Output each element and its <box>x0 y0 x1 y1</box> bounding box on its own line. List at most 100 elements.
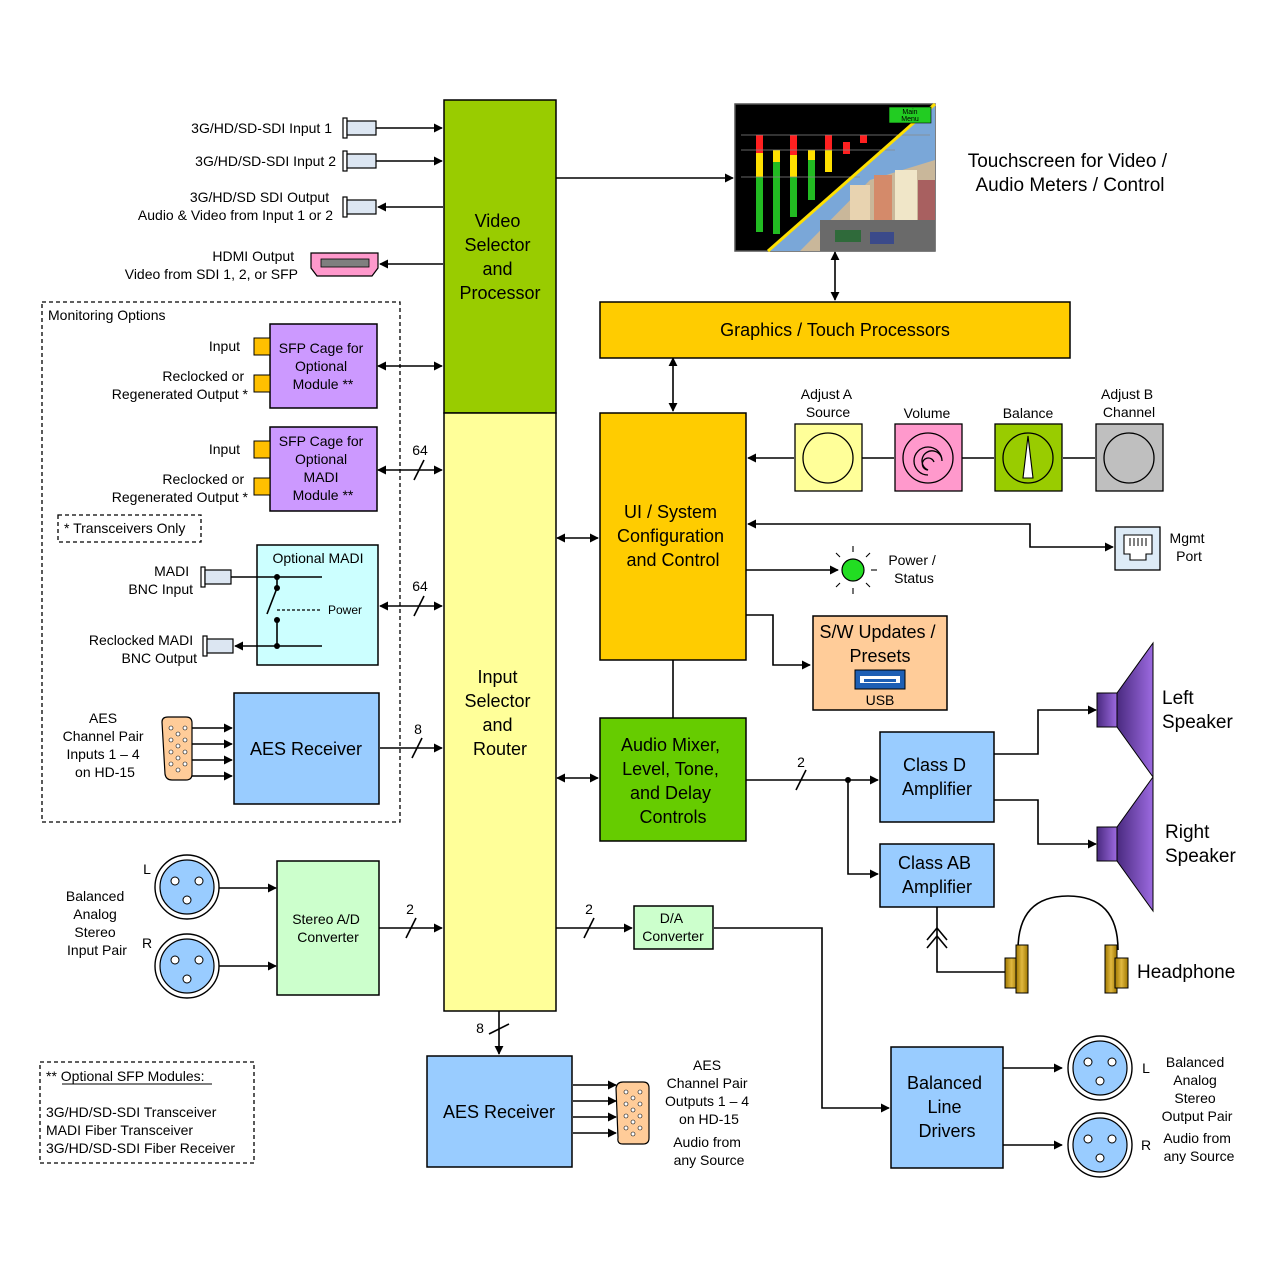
sfp1-input-port <box>253 337 271 356</box>
balanced-line-drivers-block <box>890 1046 1004 1169</box>
xlr-input-l-icon <box>154 854 220 920</box>
sfp-cage-1-label: SFP Cage for Optional Module ** <box>279 340 367 392</box>
sw-updates-label: S/W Updates / Presets <box>819 622 940 666</box>
monitoring-options-title: Monitoring Options <box>48 307 166 323</box>
audio-mixer-block <box>599 717 747 842</box>
madi-bnc-input-icon <box>200 566 232 588</box>
video-selector-label: Video Selector and Processor <box>459 211 540 303</box>
sw-updates-block <box>812 615 948 711</box>
bus-width-ad: 2 <box>406 901 414 917</box>
sfp2-output-label: Reclocked or Regenerated Output * <box>112 471 249 505</box>
aes-input-label: AES Channel Pair Inputs 1 – 4 on HD-15 <box>63 710 148 780</box>
sdi-input-2-connector-icon <box>342 150 377 172</box>
sfp1-output-port <box>253 374 271 393</box>
audio-mixer-label: Audio Mixer, Level, Tone, and Delay Cont… <box>621 735 725 827</box>
xlr-input-r-icon <box>154 933 220 999</box>
graphics-processor-label: Graphics / Touch Processors <box>720 320 950 340</box>
da-converter-block <box>633 905 714 950</box>
madi-bnc-output-icon <box>202 635 234 657</box>
class-d-amplifier-block <box>879 731 995 823</box>
touchscreen-image: Main Menu <box>734 102 936 253</box>
analog-output-source-label: Audio from any Source <box>1163 1130 1235 1164</box>
usb-label: USB <box>866 692 895 708</box>
right-speaker-label: Right Speaker <box>1165 822 1236 867</box>
analog-output-label: Balanced Analog Stereo Output Pair <box>1162 1054 1233 1124</box>
stereo-ad-converter-block <box>276 860 380 996</box>
sfp-cage-2-label: SFP Cage for Optional MADI Module ** <box>279 433 367 503</box>
adjust-b-label: Adjust B Channel <box>1101 386 1157 420</box>
analog-input-l-label: L <box>143 861 151 877</box>
sdi-output-label: 3G/HD/SD SDI Output Audio & Video from I… <box>138 189 333 223</box>
class-d-amplifier-label: Class D Amplifier <box>902 755 972 799</box>
madi-output-label: Reclocked MADI BNC Output <box>89 632 197 666</box>
madi-power-label: Power <box>328 603 362 617</box>
headphone-label: Headphone <box>1137 962 1235 983</box>
sdi-input-1-label: 3G/HD/SD-SDI Input 1 <box>191 120 332 136</box>
sdi-output-connector-icon <box>342 196 377 218</box>
sdi-input-1-connector-icon <box>342 117 377 139</box>
xlr-output-l-icon <box>1067 1035 1133 1101</box>
xlr-output-r-icon <box>1067 1112 1133 1178</box>
adjust-a-label: Adjust A Source <box>801 386 855 420</box>
left-speaker-label: Left Speaker <box>1162 688 1233 733</box>
ui-system-label: UI / System Configuration and Control <box>617 502 729 570</box>
touchscreen-label: Touchscreen for Video / Audio Meters / C… <box>968 151 1173 196</box>
analog-input-label: Balanced Analog Stereo Input Pair <box>66 888 128 958</box>
aes-receiver-output-label: AES Receiver <box>443 1102 555 1122</box>
right-speaker-icon <box>1096 775 1154 913</box>
class-ab-amplifier-block <box>879 843 995 908</box>
power-status-label: Power / Status <box>888 552 939 586</box>
aes-receiver-output-block <box>426 1055 573 1168</box>
hd15-output-connector-icon <box>615 1081 650 1145</box>
sfp2-input-port <box>253 440 271 459</box>
sfp1-output-label: Reclocked or Regenerated Output * <box>112 368 249 402</box>
hdmi-output-label: HDMI Output Video from SDI 1, 2, or SFP <box>125 248 298 282</box>
ethernet-port-icon <box>1114 526 1161 571</box>
bus-width-aes-out: 8 <box>476 1020 484 1036</box>
volume-label: Volume <box>904 405 951 421</box>
wires <box>190 123 1114 1150</box>
optional-sfp-note-title: ** Optional SFP Modules: <box>46 1068 205 1084</box>
headphone-icon <box>1004 895 1129 994</box>
video-selector-block <box>443 99 557 414</box>
left-speaker-icon <box>1096 641 1154 779</box>
balance-knob-icon <box>994 423 1063 492</box>
adjust-b-knob-icon <box>1095 423 1164 492</box>
aes-output-label: AES Channel Pair Outputs 1 – 4 on HD-15 <box>665 1057 753 1127</box>
graphics-processor-block <box>599 301 1071 359</box>
bus-width-da: 2 <box>585 901 593 917</box>
input-selector-label: Input Selector and Router <box>464 667 535 759</box>
ui-system-block <box>599 412 747 661</box>
sfp-cage-2-block <box>269 426 378 512</box>
hdmi-connector-icon <box>310 252 379 277</box>
aes-output-source-label: Audio from any Source <box>673 1134 745 1168</box>
bus-width-mixer-out: 2 <box>797 754 805 770</box>
analog-output-l-label: L <box>1142 1060 1150 1076</box>
class-ab-amplifier-label: Class AB Amplifier <box>898 853 976 897</box>
da-converter-label: D/A Converter <box>642 910 704 944</box>
balanced-line-drivers-label: Balanced Line Drivers <box>907 1073 987 1141</box>
aes-receiver-input-block <box>233 692 380 805</box>
bus-width-sfp2: 64 <box>412 442 428 458</box>
sdi-input-2-label: 3G/HD/SD-SDI Input 2 <box>195 153 336 169</box>
optional-sfp-note-frame <box>39 1061 255 1164</box>
hd15-input-connector-icon <box>161 716 193 781</box>
input-selector-block <box>443 412 557 1012</box>
madi-relay-icon <box>257 574 322 649</box>
optional-sfp-note-list: 3G/HD/SD-SDI Transceiver MADI Fiber Tran… <box>46 1104 235 1156</box>
balance-label: Balance <box>1003 405 1054 421</box>
monitoring-options-frame <box>41 301 401 823</box>
sfp2-input-label: Input <box>209 441 240 457</box>
touchscreen-menu-tag: Menu <box>901 116 919 123</box>
aes-receiver-input-label: AES Receiver <box>250 739 362 759</box>
analog-input-r-label: R <box>142 935 152 951</box>
volume-knob-icon <box>894 423 963 492</box>
power-status-led-icon <box>835 546 877 594</box>
sfp2-output-port <box>253 477 271 496</box>
bus-width-madi: 64 <box>412 578 428 594</box>
transceivers-note: * Transceivers Only <box>64 520 185 536</box>
adjust-a-knob-icon <box>794 423 863 492</box>
touchscreen-main-tag: Main <box>902 109 917 116</box>
madi-input-label: MADI BNC Input <box>128 563 193 597</box>
bus-width-aes-in: 8 <box>414 721 422 737</box>
